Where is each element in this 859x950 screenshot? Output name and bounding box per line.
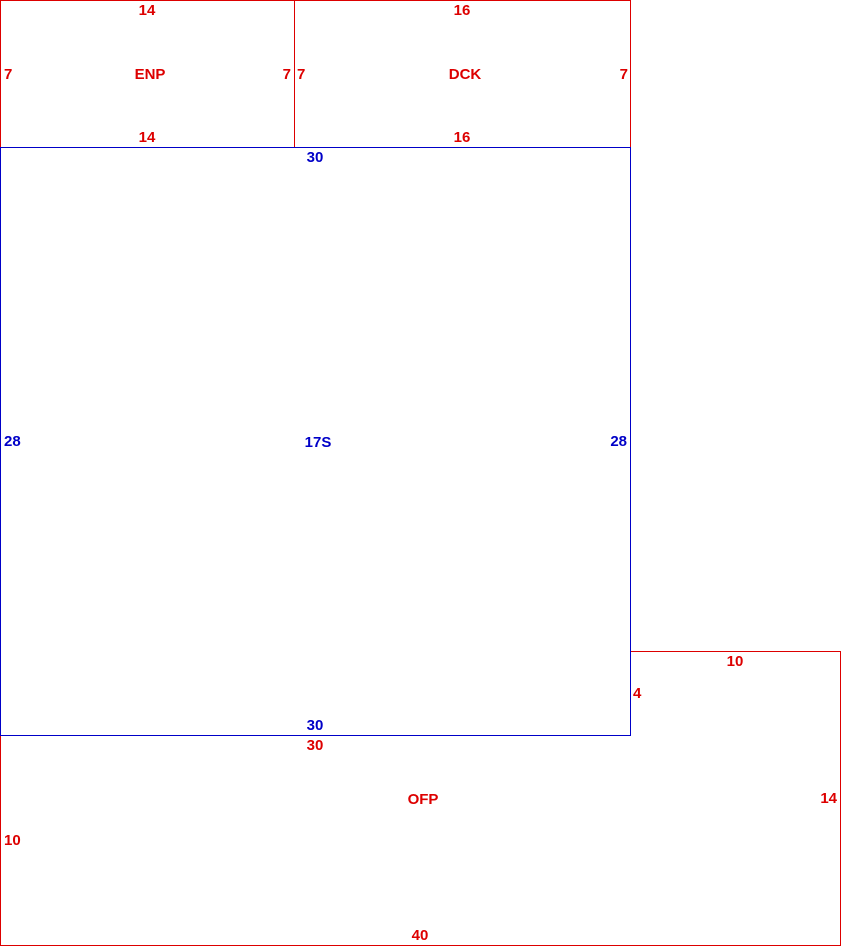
dck-area-code: DCK — [449, 66, 482, 83]
ofp-bottom-dimension: 40 — [412, 927, 429, 944]
main-right-dimension: 28 — [610, 433, 627, 450]
dck-area: 16 DCK 7 7 16 — [294, 0, 631, 148]
ofp-right-dimension: 14 — [820, 790, 837, 807]
enp-area-code: ENP — [135, 66, 166, 83]
dck-left-dimension: 7 — [297, 66, 305, 83]
ofp-area-code: OFP — [408, 791, 439, 808]
enp-left-dimension: 7 — [4, 66, 12, 83]
main-left-dimension: 28 — [4, 433, 21, 450]
main-top-dimension: 30 — [307, 149, 324, 166]
ofp-step-top-dimension: 10 — [727, 653, 744, 670]
enp-right-dimension: 7 — [283, 66, 291, 83]
ofp-top-dimension: 30 — [307, 737, 324, 754]
dck-right-dimension: 7 — [620, 66, 628, 83]
main-area: 30 28 17S 28 30 — [0, 147, 631, 736]
enp-area: 14 ENP 7 7 14 — [0, 0, 295, 148]
main-outline — [0, 147, 631, 736]
enp-bottom-dimension: 14 — [139, 129, 156, 146]
ofp-area: 30 10 4 OFP 14 10 40 — [0, 651, 841, 946]
main-bottom-dimension: 30 — [307, 717, 324, 734]
enp-top-dimension: 14 — [139, 2, 156, 19]
dck-top-dimension: 16 — [454, 2, 471, 19]
ofp-step-side-dimension: 4 — [633, 685, 642, 702]
dck-bottom-dimension: 16 — [454, 129, 471, 146]
main-area-code: 17S — [305, 434, 332, 451]
ofp-left-dimension: 10 — [4, 832, 21, 849]
